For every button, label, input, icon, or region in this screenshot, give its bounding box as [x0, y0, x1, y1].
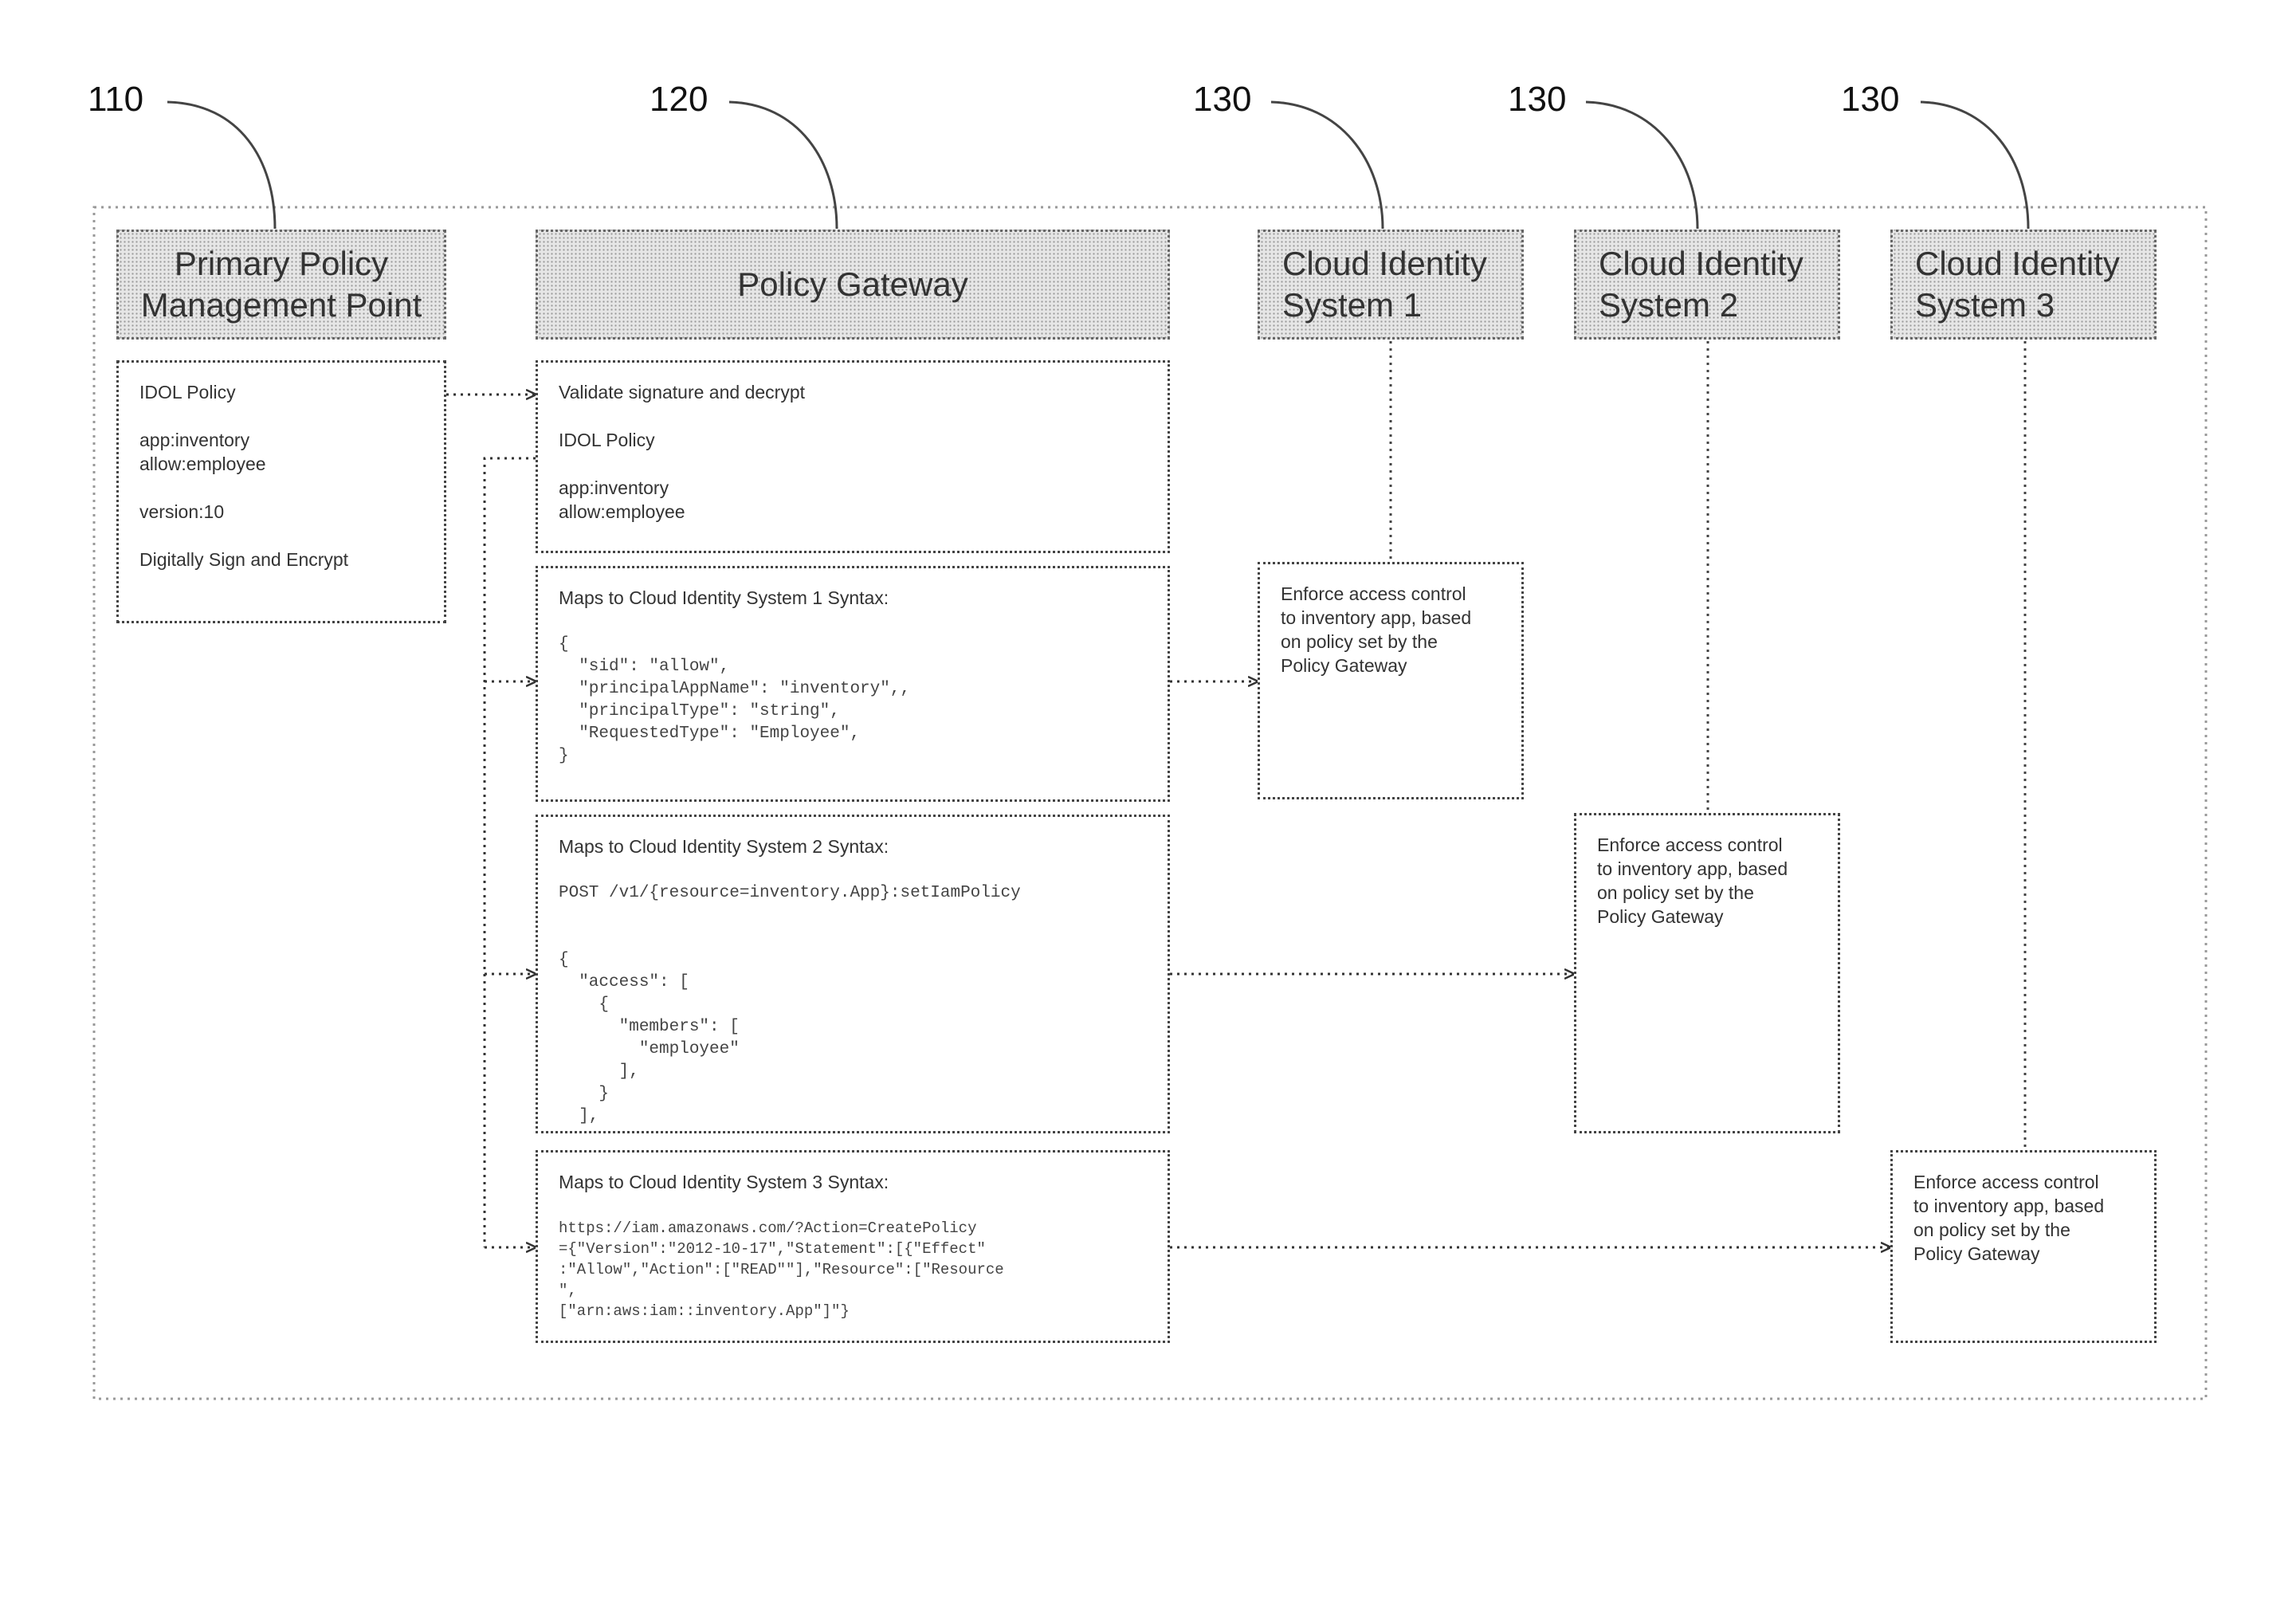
- pmp-line-version: version:10: [139, 501, 225, 522]
- leader-130-b: [1585, 100, 1699, 230]
- pmp-line-sign: Digitally Sign and Encrypt: [139, 549, 349, 570]
- gw-allow-line: allow:employee: [559, 501, 685, 522]
- gateway-map-cloud1-box: Maps to Cloud Identity System 1 Syntax: …: [536, 566, 1170, 802]
- ref-cloud2: 130: [1508, 80, 1567, 119]
- header-pmp-label: Primary Policy Management Point: [140, 245, 422, 324]
- header-cloud1-label: Cloud Identity System 1: [1282, 245, 1487, 324]
- header-gateway-label: Policy Gateway: [737, 265, 968, 303]
- map1-title: Maps to Cloud Identity System 1 Syntax:: [559, 587, 889, 608]
- map2-title: Maps to Cloud Identity System 2 Syntax:: [559, 836, 889, 857]
- cloud3-enforce-text: Enforce access control to inventory app,…: [1913, 1172, 2105, 1264]
- header-cloud-identity-system-3: Cloud Identity System 3: [1890, 230, 2157, 340]
- header-cloud3-label: Cloud Identity System 3: [1915, 245, 2120, 324]
- gw-policy-line: IDOL Policy: [559, 430, 655, 450]
- header-cloud2-label: Cloud Identity System 2: [1599, 245, 1803, 324]
- header-cloud-identity-system-1: Cloud Identity System 1: [1258, 230, 1524, 340]
- cloud1-enforce-box: Enforce access control to inventory app,…: [1258, 562, 1524, 799]
- gateway-map-cloud2-box: Maps to Cloud Identity System 2 Syntax: …: [536, 815, 1170, 1133]
- cloud2-enforce-box: Enforce access control to inventory app,…: [1574, 813, 1840, 1133]
- cloud2-enforce-text: Enforce access control to inventory app,…: [1597, 834, 1788, 927]
- leader-130-c: [1920, 100, 2030, 230]
- ref-cloud3: 130: [1841, 80, 1900, 119]
- gateway-validate-box: Validate signature and decrypt IDOL Poli…: [536, 360, 1170, 553]
- pmp-line-policy: IDOL Policy: [139, 382, 236, 402]
- pmp-policy-box: IDOL Policy app:inventory allow:employee…: [116, 360, 446, 623]
- distribution-line: [483, 457, 536, 1247]
- ref-gateway: 120: [650, 80, 708, 119]
- outer-frame: [92, 206, 2208, 1400]
- header-policy-gateway: Policy Gateway: [536, 230, 1170, 340]
- ref-cloud1: 130: [1193, 80, 1252, 119]
- pmp-line-app: app:inventory: [139, 430, 250, 450]
- map3-title: Maps to Cloud Identity System 3 Syntax:: [559, 1172, 889, 1192]
- leader-110: [167, 100, 277, 230]
- cloud1-enforce-text: Enforce access control to inventory app,…: [1281, 583, 1472, 676]
- cloud3-enforce-box: Enforce access control to inventory app,…: [1890, 1150, 2157, 1343]
- map3-code: https://iam.amazonaws.com/?Action=Create…: [559, 1219, 1004, 1320]
- gateway-map-cloud3-box: Maps to Cloud Identity System 3 Syntax: …: [536, 1150, 1170, 1343]
- gw-app-line: app:inventory: [559, 477, 669, 498]
- pmp-line-allow: allow:employee: [139, 454, 266, 474]
- map1-code: { "sid": "allow", "principalAppName": "i…: [559, 635, 911, 765]
- ref-pmp: 110: [88, 80, 144, 119]
- map2-code: POST /v1/{resource=inventory.App}:setIam…: [559, 884, 1021, 1125]
- header-cloud-identity-system-2: Cloud Identity System 2: [1574, 230, 1840, 340]
- gw-validate-line: Validate signature and decrypt: [559, 382, 805, 402]
- leader-120: [728, 100, 838, 230]
- header-primary-policy-management-point: Primary Policy Management Point: [116, 230, 446, 340]
- leader-130-a: [1270, 100, 1384, 230]
